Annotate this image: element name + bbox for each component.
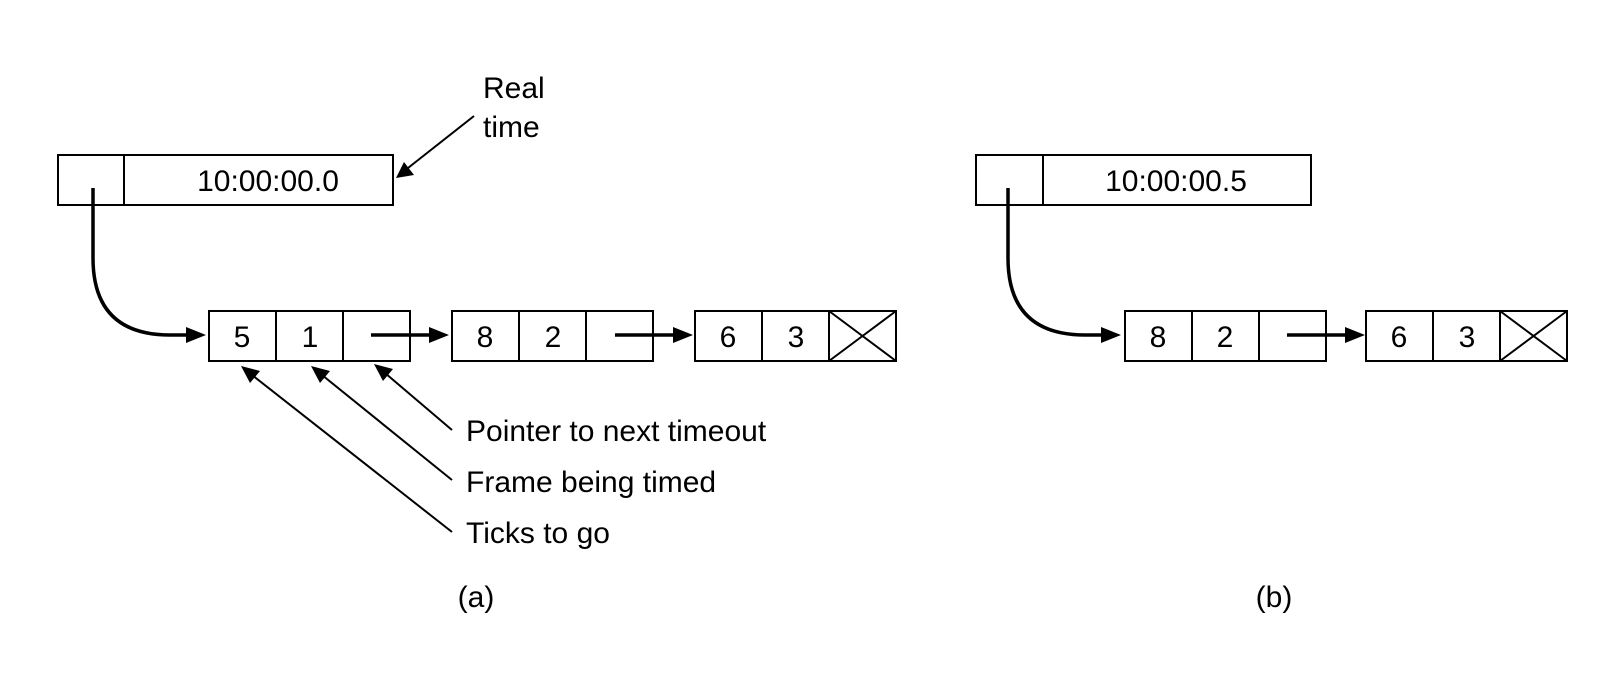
head-pointer-arrowhead [186, 327, 206, 343]
clock-value: 10:00:00.0 [197, 165, 339, 198]
ticks-to-go-value: 8 [1150, 321, 1167, 354]
pointer-annotation: Pointer to next timeout [466, 415, 767, 448]
pointer-annotation-arrowhead [374, 364, 393, 381]
clock-register-box [975, 154, 1312, 206]
frame-number-value: 2 [545, 321, 562, 354]
clock-register-box [57, 154, 394, 206]
list-node: 6 3 [1365, 310, 1568, 362]
head-pointer-arrowhead [1101, 327, 1121, 343]
frame-annotation-leader [321, 374, 453, 481]
frame-number-value: 1 [302, 321, 319, 354]
pointer-annotation-leader [384, 372, 453, 431]
real-time-leader-line [407, 115, 475, 169]
frame-number-value: 2 [1217, 321, 1234, 354]
ticks-to-go-value: 8 [477, 321, 494, 354]
next-pointer-arrowhead [1345, 327, 1365, 343]
null-pointer-cross [1499, 310, 1568, 362]
frame-number-value: 3 [788, 321, 805, 354]
list-node: 6 3 [694, 310, 897, 362]
caption-a: (a) [458, 581, 495, 614]
ticks-to-go-value: 6 [720, 321, 737, 354]
real-time-arrowhead [396, 162, 414, 178]
next-pointer-arrowhead [673, 327, 693, 343]
ticks-annotation-leader [251, 374, 453, 533]
clock-register-a: 10:00:00.0 [57, 154, 394, 206]
real-time-label-line2: time [483, 111, 540, 144]
panel-b: 10:00:00.5 8 2 6 3 (b) [975, 154, 1568, 614]
real-time-label-line1: Real [483, 72, 545, 105]
null-pointer-cross [828, 310, 897, 362]
ticks-to-go-value: 6 [1391, 321, 1408, 354]
ticks-annotation: Ticks to go [466, 517, 610, 550]
frame-annotation: Frame being timed [466, 466, 716, 499]
frame-annotation-arrowhead [311, 366, 330, 383]
clock-value: 10:00:00.5 [1105, 165, 1247, 198]
clock-register-b: 10:00:00.5 [975, 154, 1312, 206]
ticks-annotation-arrowhead [241, 366, 260, 383]
head-pointer-a [91, 188, 188, 337]
next-pointer-arrowhead [429, 327, 449, 343]
frame-number-value: 3 [1459, 321, 1476, 354]
head-pointer-b [1006, 188, 1103, 337]
caption-b: (b) [1256, 581, 1293, 614]
panel-a: Real time 10:00:00.0 5 1 8 2 [57, 72, 897, 614]
ticks-to-go-value: 5 [234, 321, 251, 354]
